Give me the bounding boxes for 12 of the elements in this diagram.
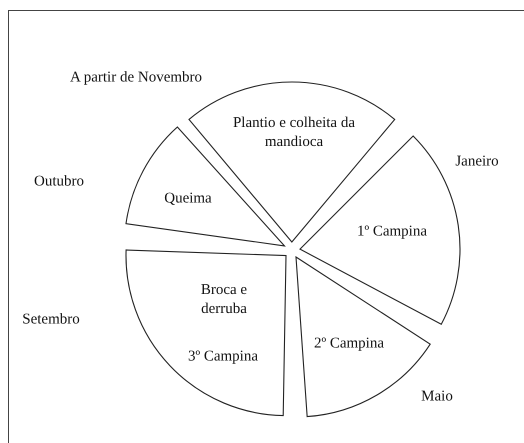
- month-label: Maio: [421, 388, 453, 406]
- sector-label: 2º Campina: [312, 334, 386, 354]
- month-label: Janeiro: [455, 154, 499, 170]
- month-label: Setembro: [22, 312, 80, 328]
- sector-label: Queima: [163, 189, 213, 208]
- sector-label: 3º Campina: [186, 347, 260, 366]
- sector-label: 1º Campina: [356, 222, 428, 242]
- sector-label: Broca e derruba: [200, 280, 248, 319]
- pie-sector: [126, 250, 286, 416]
- sector-label: Plantio e colheita da mandioca: [232, 114, 356, 152]
- month-label: A partir de Novembro: [70, 70, 202, 86]
- month-label: Outubro: [34, 174, 84, 190]
